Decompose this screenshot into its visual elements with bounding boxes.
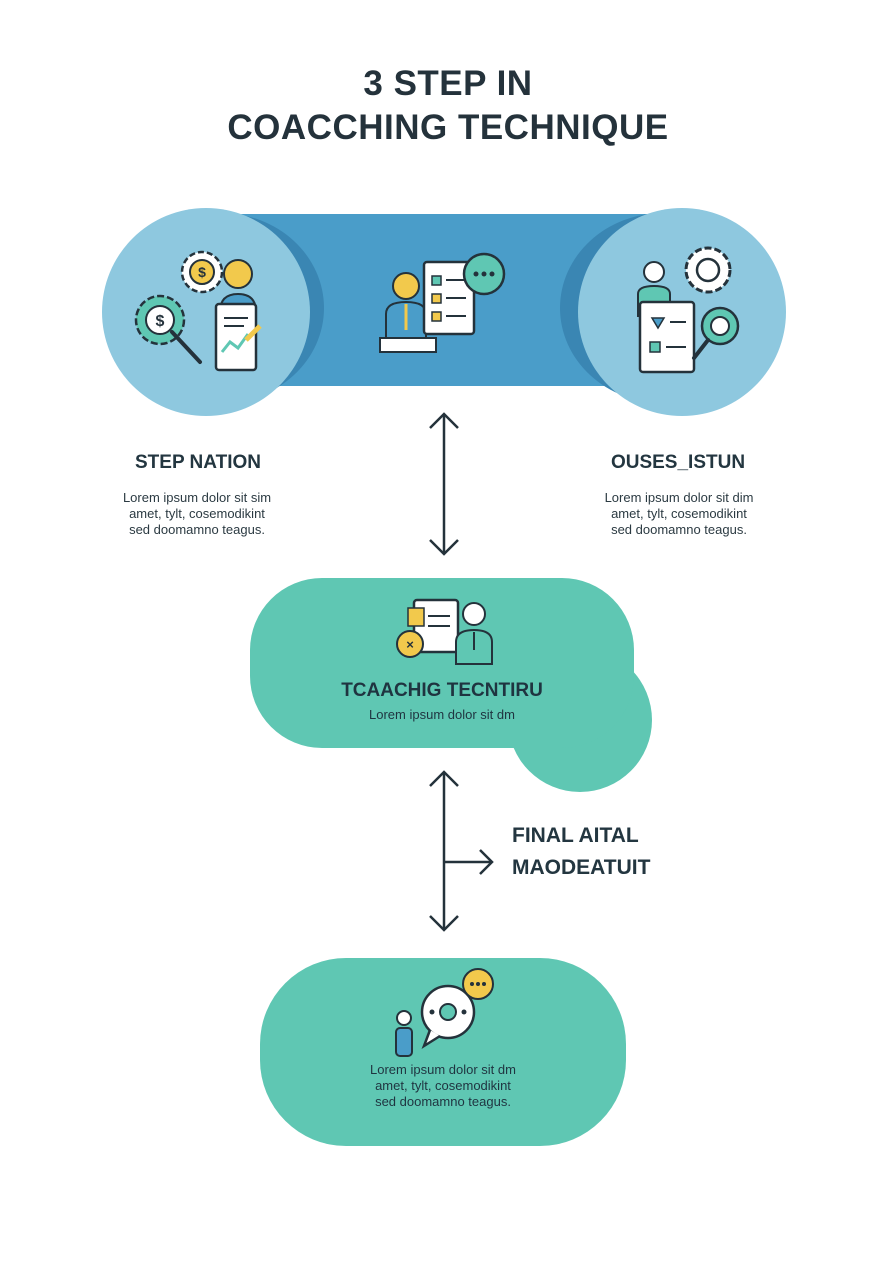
final-step-label-line-2: MAODEATUIT — [512, 856, 651, 879]
folder-document-icon — [407, 598, 460, 654]
step-right-text: Lorem ipsum dolor sit dim amet, tylt, co… — [576, 490, 782, 538]
step-right-text-line-1: Lorem ipsum dolor sit dim — [604, 490, 754, 505]
step-right-text-line-3: sed doomamno teagus. — [611, 522, 747, 537]
magnifier-icon — [170, 330, 202, 364]
step-right-label: OUSES_ISTUN — [610, 452, 746, 473]
dollar-gear-icon-2: $ — [134, 294, 186, 346]
person-icon-bottom — [395, 1010, 413, 1057]
bottom-step-text-line-2: amet, tylt, cosemodikint — [375, 1078, 511, 1093]
step-left-text-line-3: sed doomamno teagus. — [129, 522, 265, 537]
step-left-text-line-1: Lorem ipsum dolor sit sim — [122, 490, 272, 505]
chart-document-icon — [214, 302, 262, 372]
svg-text:×: × — [406, 637, 414, 652]
step-left-text: Lorem ipsum dolor sit sim amet, tylt, co… — [94, 490, 300, 538]
step-left-label: STEP NATION — [135, 452, 261, 473]
arrow-up-down-icon — [422, 410, 466, 560]
chat-bubble-icon-bottom — [420, 984, 476, 1050]
person-icon-middle — [455, 602, 493, 665]
final-step-label-line-1: FINAL AITAL — [512, 824, 639, 847]
page-title: 3 STEP IN COACCHING TECHNIQUE — [0, 62, 896, 150]
gear-icon — [684, 246, 732, 294]
middle-step-text: Lorem ipsum dolor sit dm — [369, 707, 515, 722]
middle-step-title: TCAACHIG TECNTIRU — [341, 680, 543, 701]
right-circle-icons — [628, 240, 748, 380]
title-line-1: 3 STEP IN — [363, 64, 533, 103]
cancel-badge-icon: × — [396, 630, 424, 658]
step-right-text-line-2: amet, tylt, cosemodikint — [611, 506, 747, 521]
presenter-icon — [379, 272, 437, 353]
bottom-step-text: Lorem ipsum dolor sit dm amet, tylt, cos… — [300, 1062, 586, 1110]
arrow-right-icon — [444, 849, 494, 875]
bottom-step-text-line-3: sed doomamno teagus. — [375, 1094, 511, 1109]
chat-dots-icon — [462, 968, 494, 1000]
dollar-gear-icon: $ — [180, 250, 224, 294]
checklist-icon — [422, 260, 476, 336]
title-line-2: COACCHING TECHNIQUE — [227, 108, 669, 147]
document-icon — [638, 300, 696, 374]
center-band-icons — [378, 250, 518, 360]
step-left-text-line-2: amet, tylt, cosemodikint — [129, 506, 265, 521]
arrow-up-down-icon-2 — [422, 766, 502, 938]
middle-pill-icons: × — [396, 596, 500, 666]
svg-text:$: $ — [156, 313, 165, 330]
bottom-step-text-line-1: Lorem ipsum dolor sit dm — [370, 1062, 516, 1077]
chat-bubble-icon — [462, 252, 506, 296]
left-circle-icons: $ $ — [130, 240, 280, 380]
refresh-magnifier-icon — [692, 306, 740, 360]
final-step-label: FINAL AITAL MAODEATUIT — [512, 820, 712, 884]
bottom-pill-icons — [392, 966, 502, 1062]
svg-text:$: $ — [198, 264, 206, 280]
